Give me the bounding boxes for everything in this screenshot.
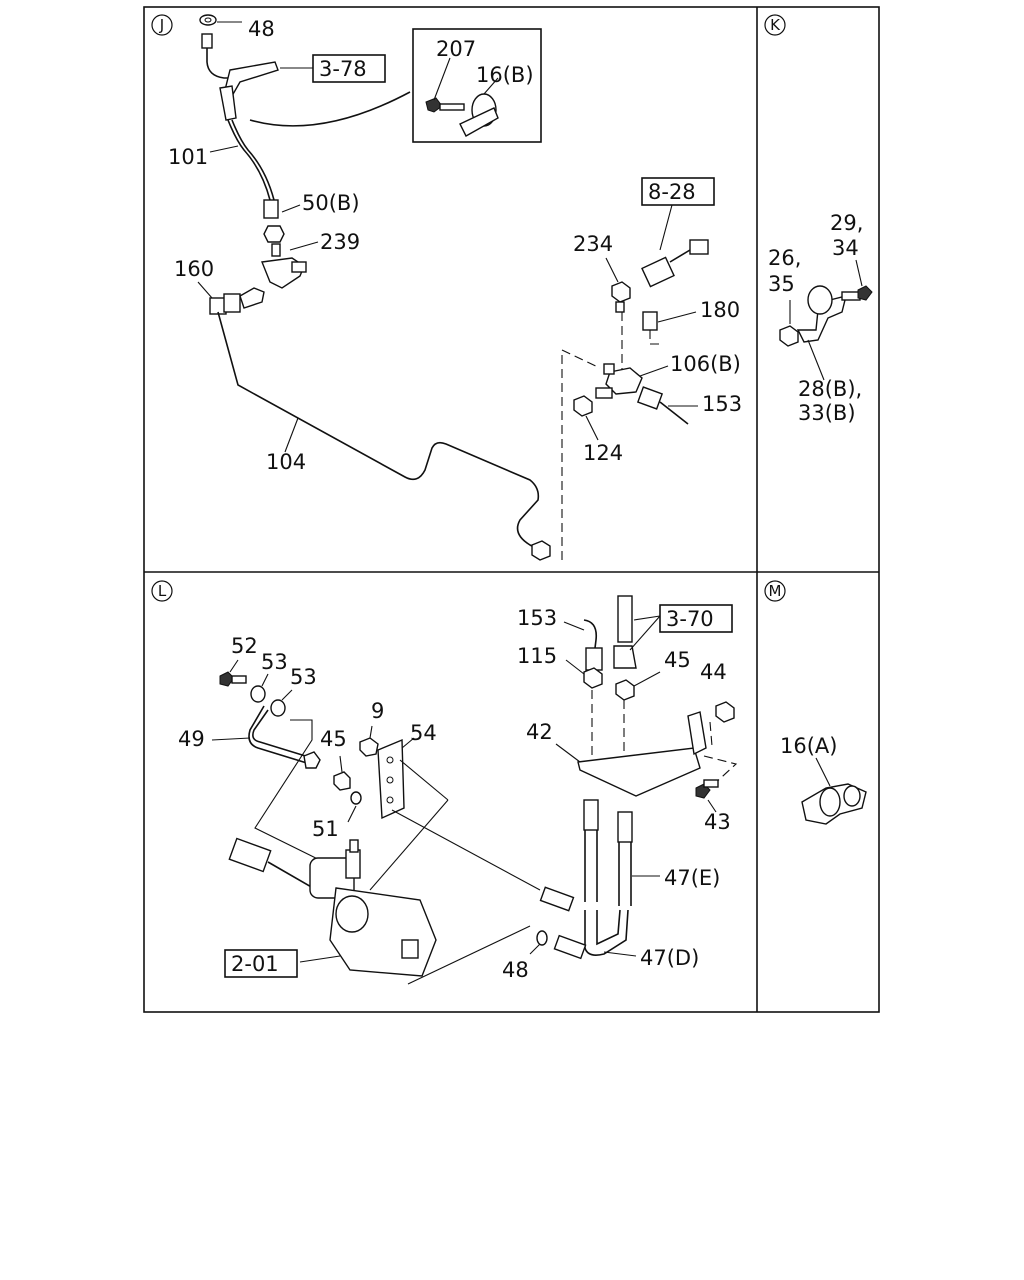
label-33b: 33(B): [798, 401, 856, 425]
ref-8-28-text: 8-28: [648, 180, 696, 204]
section-marker-k-text: K: [770, 16, 781, 34]
part-labels: 48 207 16(B) 101 50(B) 239 160 234 180 1…: [168, 17, 863, 982]
label-43: 43: [704, 810, 731, 834]
section-marker-m: M: [764, 580, 786, 602]
label-51: 51: [312, 817, 339, 841]
label-48-j: 48: [248, 17, 275, 41]
label-34: 34: [832, 236, 859, 260]
label-47e: 47(E): [664, 866, 720, 890]
section-marker-l-text: L: [158, 582, 167, 600]
label-239: 239: [320, 230, 360, 254]
label-49: 49: [178, 727, 205, 751]
section-marker-l: L: [151, 580, 173, 602]
ref-box-8-28: 8-28: [641, 177, 715, 206]
label-45-l: 45: [320, 727, 347, 751]
label-153-j: 153: [702, 392, 742, 416]
section-marker-m-text: M: [769, 582, 782, 600]
label-54: 54: [410, 721, 437, 745]
label-9: 9: [371, 699, 384, 723]
section-k-drawing: [779, 259, 873, 381]
label-115: 115: [517, 644, 557, 668]
ref-3-70-text: 3-70: [666, 607, 714, 631]
label-53-b: 53: [290, 665, 317, 689]
label-53-a: 53: [261, 650, 288, 674]
ref-2-01-text: 2-01: [231, 952, 279, 976]
label-26: 26,: [768, 246, 801, 270]
ref-3-78-text: 3-78: [319, 57, 367, 81]
diagram-frame: [143, 6, 880, 1013]
label-16a: 16(A): [780, 734, 837, 758]
section-l-drawing: [211, 595, 738, 985]
label-28b: 28(B),: [798, 377, 862, 401]
label-207: 207: [436, 37, 476, 61]
label-153-l: 153: [517, 606, 557, 630]
section-j-drawing: [197, 14, 709, 561]
label-124: 124: [583, 441, 623, 465]
ref-box-3-70: 3-70: [659, 604, 733, 633]
label-44: 44: [700, 660, 727, 684]
label-50b: 50(B): [302, 191, 360, 215]
label-52: 52: [231, 634, 258, 658]
label-35: 35: [768, 272, 795, 296]
ref-box-2-01: 2-01: [224, 949, 298, 978]
label-16b: 16(B): [476, 63, 534, 87]
label-234: 234: [573, 232, 613, 256]
label-101: 101: [168, 145, 208, 169]
ref-box-3-78: 3-78: [312, 54, 386, 83]
label-48-l: 48: [502, 958, 529, 982]
label-29: 29,: [830, 211, 863, 235]
label-47d: 47(D): [640, 946, 699, 970]
section-marker-k: K: [764, 14, 786, 36]
section-marker-j-text: J: [159, 16, 164, 34]
label-180: 180: [700, 298, 740, 322]
section-m-drawing: [801, 757, 867, 825]
label-104: 104: [266, 450, 306, 474]
label-42: 42: [526, 720, 553, 744]
label-45-r: 45: [664, 648, 691, 672]
section-marker-j: J: [151, 14, 173, 36]
label-106b: 106(B): [670, 352, 741, 376]
label-160: 160: [174, 257, 214, 281]
